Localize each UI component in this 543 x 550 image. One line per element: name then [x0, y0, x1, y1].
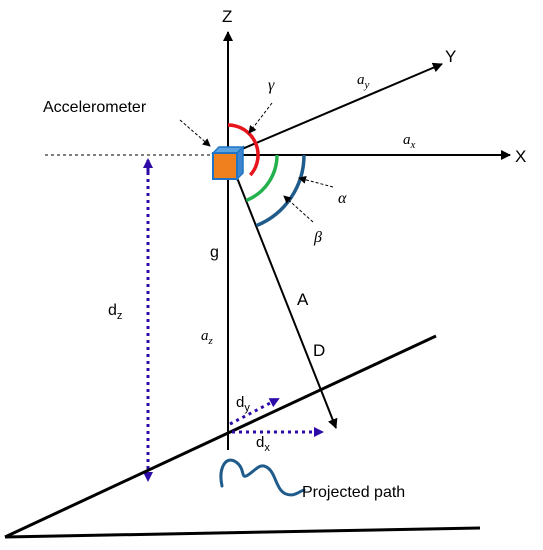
y-axis-label: Y [445, 47, 456, 66]
vector-a-label: A [297, 290, 309, 309]
y-axis [227, 62, 443, 156]
gravity-label: g [210, 244, 219, 261]
beta-arc [245, 154, 279, 203]
dz-label: dz [108, 302, 122, 322]
gamma-label: γ [268, 77, 275, 94]
ay-label: ay [357, 72, 370, 91]
projected-path-label: Projected path [302, 484, 405, 501]
projected-path-curve [219, 458, 306, 497]
z-axis-label: Z [222, 7, 232, 26]
dx-label: dx [256, 434, 270, 454]
dy-arrow [229, 397, 280, 426]
vector-d-label: D [313, 341, 325, 360]
beta-label: β [313, 229, 322, 246]
accelerometer-label: Accelerometer [43, 99, 147, 116]
slope-plane [4, 334, 437, 539]
accelerometer-pointer [179, 119, 211, 147]
gamma-pointer [248, 102, 273, 134]
alpha-pointer [298, 175, 334, 188]
ground-baseline [4, 526, 481, 539]
beta-pointer [283, 195, 314, 223]
vector-ad [227, 154, 338, 429]
dy-label: dy [236, 394, 250, 414]
az-label: az [201, 328, 214, 347]
gamma-arc [227, 123, 260, 177]
x-axis-label: X [515, 147, 526, 166]
accelerometer-sensor [211, 145, 245, 181]
alpha-label: α [338, 190, 347, 207]
ax-label: ax [403, 132, 416, 151]
